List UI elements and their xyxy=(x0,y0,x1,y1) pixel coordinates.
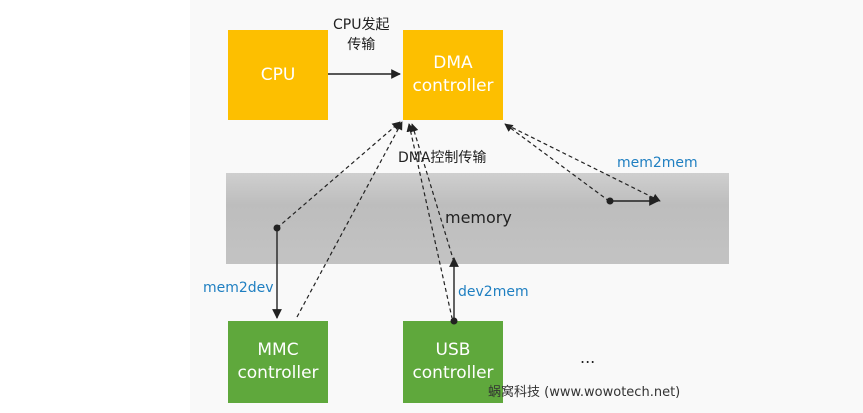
dev2mem-dashed-line xyxy=(406,123,453,319)
dma-control-label: DMA控制传输 xyxy=(398,150,487,166)
mem2dev-dashed-line-return xyxy=(296,121,403,318)
mem2dev-dashed-line xyxy=(276,121,401,229)
mem2mem-dashed-line xyxy=(504,123,610,202)
ellipsis-label: ... xyxy=(580,348,596,367)
mem2mem-dashed-line-return xyxy=(504,123,661,202)
cpu-start-label: CPU发起 传输 xyxy=(333,17,390,53)
watermark: 蜗窝科技 (www.wowotech.net) xyxy=(488,385,681,400)
mem2dev-source-dot xyxy=(273,224,281,232)
usb-controller-box: USB controller xyxy=(403,321,503,403)
dma-controller-box: DMA controller xyxy=(403,30,503,120)
cpu-box: CPU xyxy=(228,30,328,120)
memory-label: memory xyxy=(445,208,512,227)
dev2mem-dashed-line-return xyxy=(410,123,455,263)
mem2mem-label: mem2mem xyxy=(617,155,698,171)
memory-band xyxy=(226,173,729,264)
mem2mem-source-dot xyxy=(606,197,614,205)
dev2mem-label: dev2mem xyxy=(458,284,529,300)
dev2mem-source-dot xyxy=(450,317,458,325)
mem2dev-label: mem2dev xyxy=(203,280,274,296)
mmc-controller-box: MMC controller xyxy=(228,321,328,403)
